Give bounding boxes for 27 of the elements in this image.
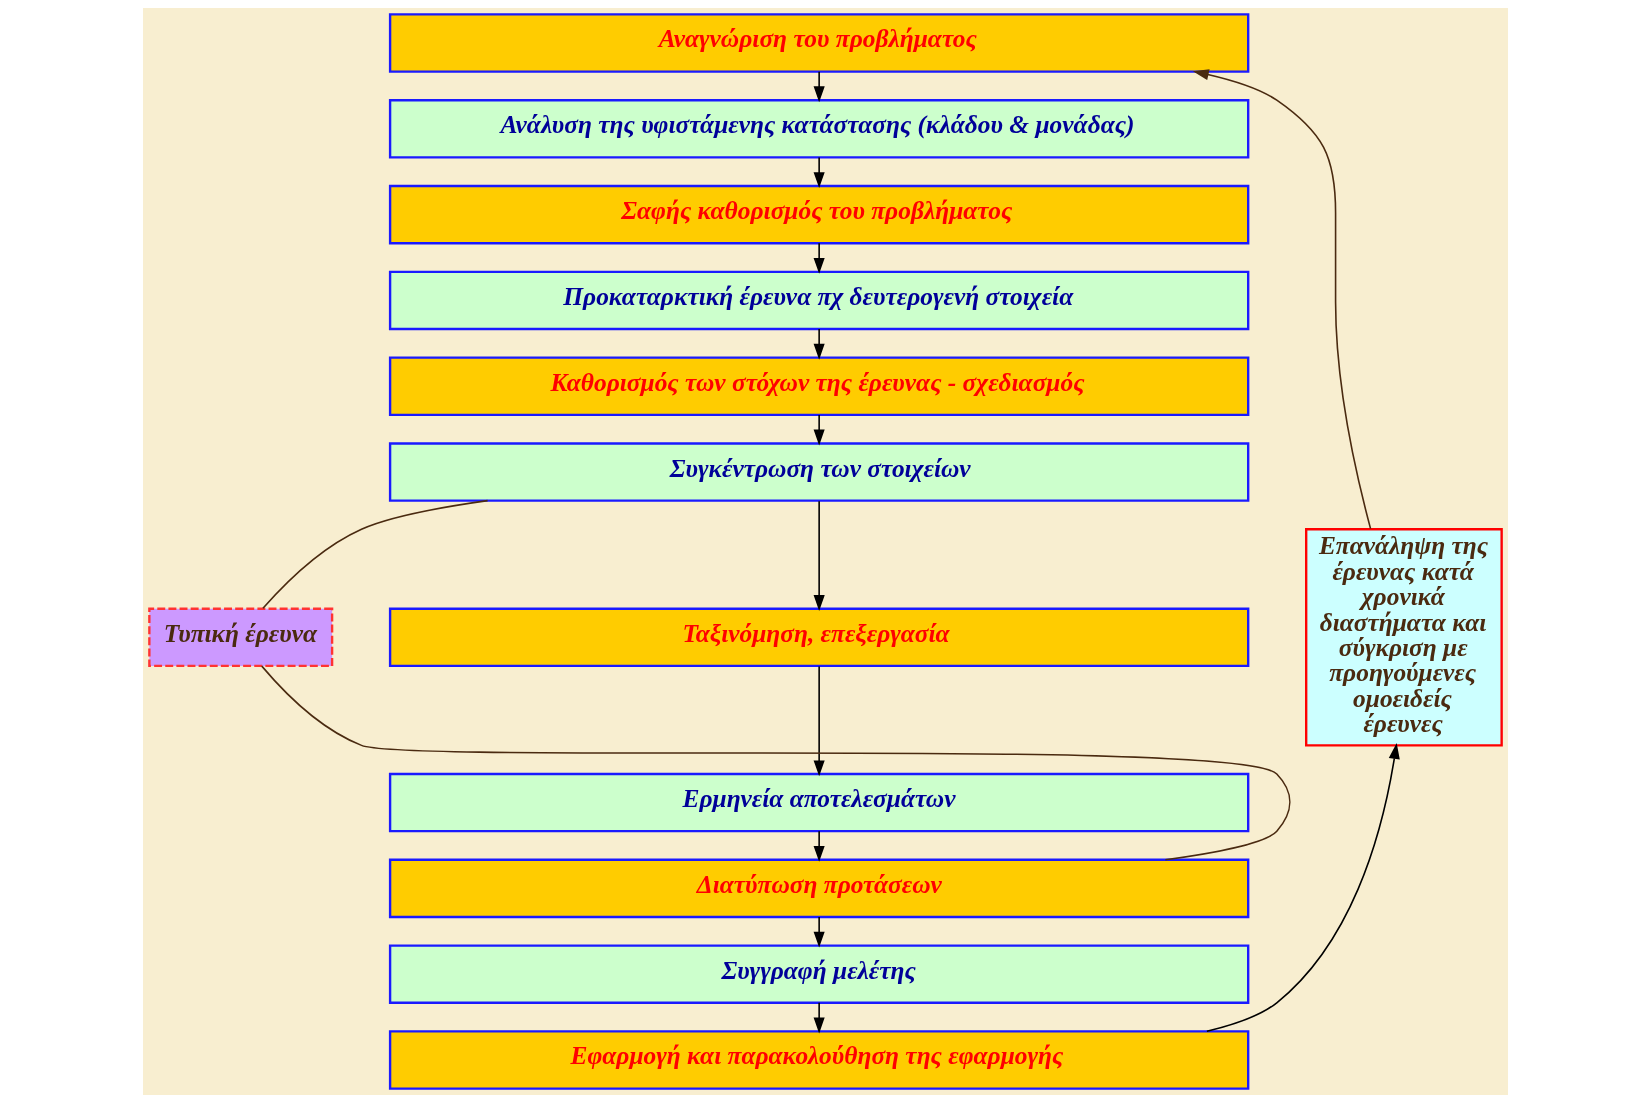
node-box: Προκαταρκτική έρευνα πχ δευτερογενή στοιχεία — [388, 270, 1250, 331]
node-box: Διατύπωση προτάσεων — [388, 858, 1250, 919]
node-box: Σαφής καθορισμός του προβλήματος — [388, 184, 1250, 245]
node-box: Συγγραφή μελέτης — [388, 944, 1250, 1004]
arrow — [813, 830, 825, 862]
node-box: Επανάληψη της έρευνας κατά χρονικά διαστήματα και σύγκριση με προηγούμενες ομοειδείς έρευνες — [1305, 528, 1503, 747]
connector — [261, 665, 1291, 861]
node-box: Αναγνώριση του προβλήματος — [388, 13, 1250, 73]
node-box: Καθορισμός των στόχων της έρευνας - σχεδιασμός — [388, 356, 1250, 417]
node-box: Εφαρμογή και παρακολούθηση της εφαρμογής — [388, 1030, 1250, 1090]
node-box: Ανάλυση της υφιστάμενης κατάστασης (κλάδου & μονάδας) — [388, 99, 1250, 159]
arrow — [813, 500, 825, 612]
arrow — [813, 242, 825, 274]
node-box: Ταξινόμηση, επεξεργασία — [388, 607, 1250, 668]
arrow — [813, 414, 825, 446]
node-box: Συγκέντρωση των στοιχείων — [388, 442, 1250, 502]
arrow — [813, 1002, 825, 1034]
arrow — [813, 665, 825, 777]
arrow — [813, 328, 825, 360]
node-box: Τυπική έρευνα — [148, 607, 334, 668]
connector — [262, 499, 489, 610]
arrow — [813, 916, 825, 948]
arrow — [1192, 69, 1372, 530]
arrow — [813, 156, 825, 189]
arrow — [813, 70, 825, 103]
node-box: Ερμηνεία αποτελεσμάτων — [388, 772, 1250, 833]
arrow — [1206, 743, 1400, 1033]
